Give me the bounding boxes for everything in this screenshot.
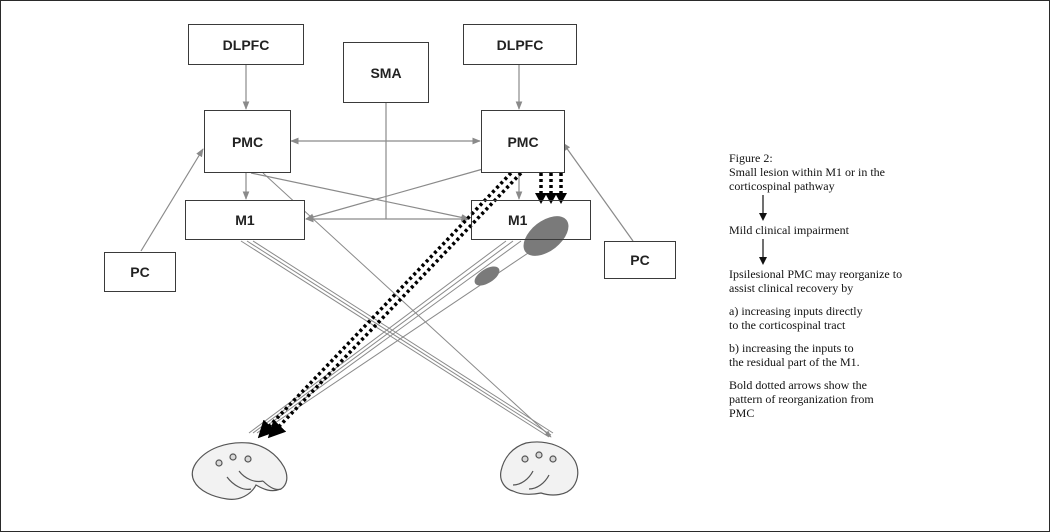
tract-m1-left-b xyxy=(246,240,552,436)
edge-pc-right-to-pmc-right xyxy=(562,142,634,242)
dotted-arrow-pmc-to-tract-1 xyxy=(257,171,513,439)
node-dlpfc-right: DLPFC xyxy=(463,24,577,65)
hand-left-icon xyxy=(191,442,288,500)
hand-right-icon xyxy=(500,441,579,496)
lesion-small xyxy=(474,266,500,286)
node-m1-left: M1 xyxy=(185,200,305,240)
node-sma: SMA xyxy=(343,42,429,103)
caption-note-line1: Bold dotted arrows show the xyxy=(729,378,867,392)
node-dlpfc-left: DLPFC xyxy=(188,24,304,65)
figure-caption: Figure 2: Small lesion within M1 or in t… xyxy=(729,151,969,420)
caption-note-line2: pattern of reorganization from xyxy=(729,392,874,406)
node-pmc-left: PMC xyxy=(204,110,291,173)
node-pc-right: PC xyxy=(604,241,676,279)
caption-a-line1: a) increasing inputs directly xyxy=(729,304,863,318)
tract-m1-left-a xyxy=(240,240,550,438)
tract-m1-right-b xyxy=(252,240,514,434)
tract-m1-right-d xyxy=(262,240,547,432)
dotted-arrowhead-2 xyxy=(545,193,557,204)
caption-cause-line2: corticospinal pathway xyxy=(729,179,835,193)
node-pmc-right: PMC xyxy=(481,110,565,173)
caption-arrow-down-icon xyxy=(757,195,769,221)
tract-m1-right-c xyxy=(256,240,522,434)
caption-arrow-down-icon-2 xyxy=(757,239,769,265)
edge-pmc-left-to-m1-right xyxy=(250,172,470,221)
node-m1-right: M1 xyxy=(471,200,591,240)
tract-pmc-left-to-right-hand xyxy=(262,172,552,438)
dotted-arrow-pmc-to-tract-2 xyxy=(267,171,523,439)
caption-effect: Mild clinical impairment xyxy=(729,223,849,237)
edge-pmc-right-to-m1-left xyxy=(305,168,484,221)
lesion-large xyxy=(523,216,569,256)
caption-note-line3: PMC xyxy=(729,406,755,420)
tract-m1-right-a xyxy=(248,240,507,434)
caption-reorg-line2: assist clinical recovery by xyxy=(729,281,854,295)
node-pc-left: PC xyxy=(104,252,176,292)
caption-a-line2: to the corticospinal tract xyxy=(729,318,846,332)
caption-b-line2: the residual part of the M1. xyxy=(729,355,860,369)
edge-pc-left-to-pmc-left xyxy=(140,148,204,252)
caption-title: Figure 2: xyxy=(729,151,773,165)
caption-reorg-line1: Ipsilesional PMC may reorganize to xyxy=(729,267,903,281)
dotted-arrowhead-1 xyxy=(535,193,547,204)
caption-b-line1: b) increasing the inputs to xyxy=(729,341,854,355)
caption-cause-line1: Small lesion within M1 or in the xyxy=(729,165,885,179)
dotted-arrowhead-3 xyxy=(555,193,567,204)
